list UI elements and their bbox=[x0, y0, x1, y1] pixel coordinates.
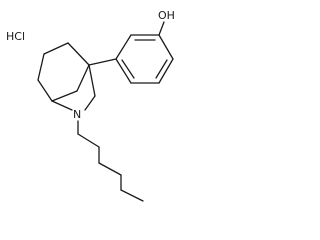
double-bond bbox=[155, 59, 168, 79]
bond bbox=[88, 58, 117, 66]
bond bbox=[120, 189, 144, 202]
bond bbox=[51, 100, 73, 111]
salt-label: HCl bbox=[6, 30, 25, 43]
bond bbox=[115, 58, 132, 84]
bond bbox=[98, 162, 122, 176]
hexyl-chain bbox=[77, 120, 144, 202]
bond bbox=[76, 64, 90, 92]
bond bbox=[77, 133, 100, 148]
bond bbox=[88, 64, 96, 97]
chemical-structure-canvas: HCl N bbox=[6, 9, 175, 202]
cyclohexane-ring bbox=[37, 42, 90, 102]
double-bond bbox=[121, 59, 135, 79]
bond bbox=[67, 42, 90, 66]
bond bbox=[37, 79, 53, 102]
phenol-ring: OH bbox=[88, 9, 175, 84]
nitrogen-atom-label: N bbox=[73, 108, 81, 121]
bond bbox=[84, 95, 96, 111]
bond bbox=[115, 34, 132, 60]
bond bbox=[51, 90, 78, 102]
bond bbox=[158, 34, 174, 60]
bond bbox=[37, 53, 45, 81]
hydroxyl-label: OH bbox=[158, 9, 175, 22]
bond bbox=[158, 21, 165, 36]
bond bbox=[158, 58, 174, 84]
bond bbox=[43, 42, 69, 55]
nitrogen-bridge: N bbox=[51, 64, 96, 121]
chemical-structure-drawing: HCl N bbox=[6, 9, 175, 202]
